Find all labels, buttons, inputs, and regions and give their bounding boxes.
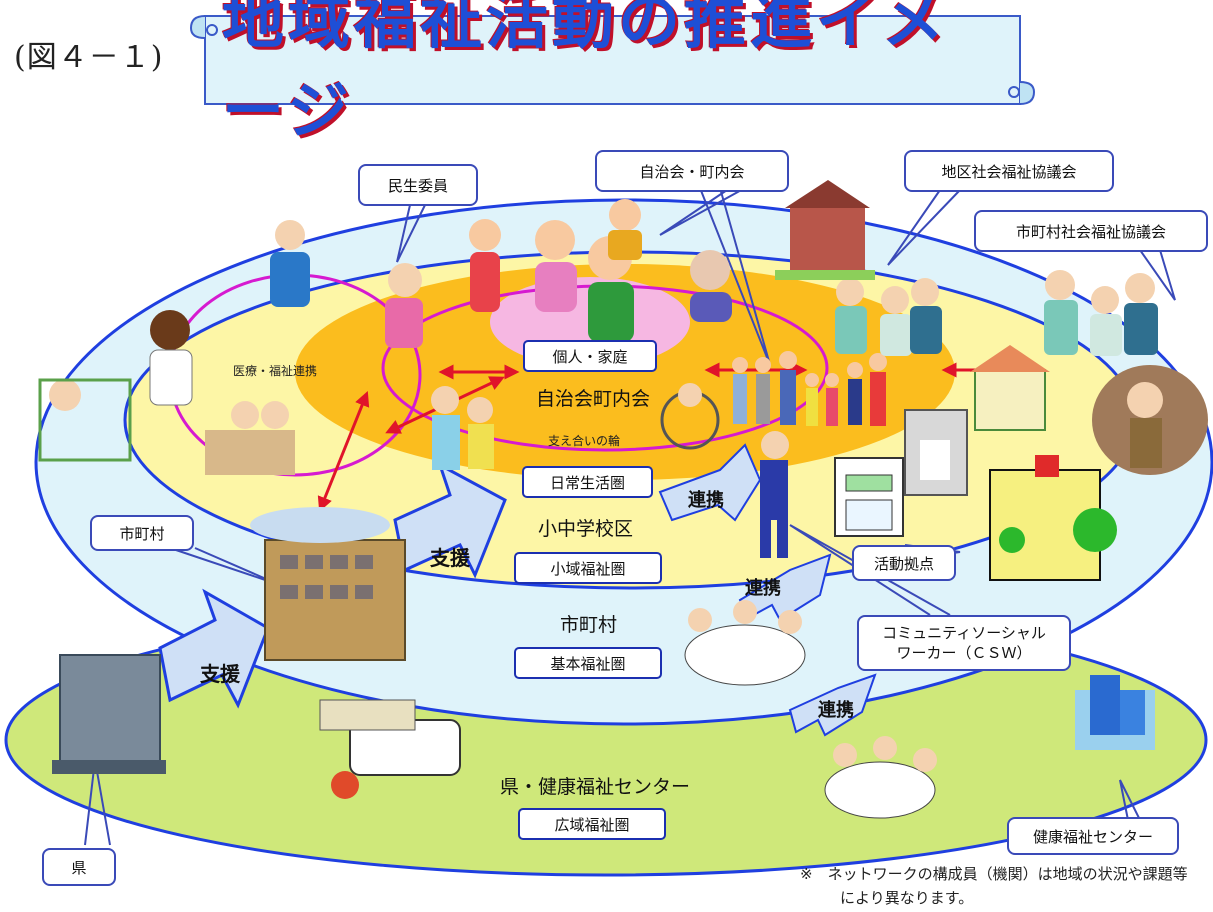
title-scroll: [189, 15, 1036, 105]
council-meeting-illustration: [835, 278, 942, 356]
school-building-illustration: [775, 180, 875, 280]
callout-welfare-commissioner: 民生委員: [358, 164, 478, 206]
csw-worker-illustration: [760, 431, 789, 558]
cooperation-label-3: 連携: [818, 700, 854, 721]
police-box-illustration: [904, 409, 968, 496]
footnote: ※ ネットワークの構成員（機関）は地域の状況や課題等 により異なります。: [800, 862, 1188, 910]
box-daily-living-area: 日常生活圏: [522, 466, 653, 498]
renkei-arrow-3: [788, 673, 877, 737]
support-arrow-2: [158, 588, 270, 709]
activity-center-illustration: [834, 457, 904, 537]
family-illustration: [469, 199, 732, 342]
wheelchair-illustration: [660, 383, 720, 450]
renkei-arrow-1: [658, 443, 762, 522]
box-small-welfare-area: 小域福祉圏: [514, 552, 662, 584]
callout-activity-base: 活動拠点: [852, 545, 956, 581]
box-individual-household: 個人・家庭: [523, 340, 657, 372]
prefecture-building-illustration: [52, 654, 166, 774]
footnote-line-1: ※ ネットワークの構成員（機関）は地域の状況や課題等: [800, 865, 1188, 883]
ambulance-illustration: [319, 699, 461, 799]
woman-phone-illustration: [270, 220, 310, 307]
support-label-2: 支援: [200, 662, 240, 686]
health-center-building-illustration: [1075, 675, 1155, 750]
cooperation-label-1: 連携: [688, 490, 724, 511]
community-group-illustration: [732, 351, 887, 426]
box-wide-welfare-area: 広域福祉圏: [518, 808, 666, 840]
page-title: 地域福祉活動の推進イメージ: [222, 0, 949, 147]
neighborhood-label: 自治会町内会: [536, 388, 651, 410]
red-arrow-5: [317, 391, 370, 512]
construction-worker-illustration: [38, 378, 132, 462]
city-hall-illustration: [250, 507, 406, 661]
csw-line-1: コミュニティソーシャル: [882, 624, 1046, 642]
municipality-zone-label: 市町村: [560, 614, 618, 636]
cooperation-label-2: 連携: [745, 578, 781, 599]
callout-municipality: 市町村: [90, 515, 194, 551]
support-arrow-1: [393, 461, 507, 579]
callout-district-welfare-council: 地区社会福祉協議会: [904, 150, 1114, 192]
school-district-label: 小中学校区: [538, 518, 634, 540]
farmer-illustration: [1092, 365, 1208, 475]
prefecture-zone-label: 県・健康福祉センター: [500, 776, 691, 798]
footnote-line-2: により異なります。: [840, 889, 974, 907]
csw-line-2: ワーカー（ＣＳＷ）: [896, 644, 1032, 662]
care-scene-illustration: [205, 401, 295, 475]
doctor-illustration: [149, 310, 193, 406]
shop-illustration: [970, 345, 1050, 431]
figure-label: (図４－１): [14, 40, 164, 75]
children-cheer-illustration: [431, 386, 494, 470]
hospital-illustration: [989, 455, 1117, 581]
callout-health-welfare-center: 健康福祉センター: [1007, 817, 1179, 855]
municipal-council-illustration: [1044, 270, 1158, 356]
meeting-illustration-1: [684, 600, 806, 686]
medical-welfare-label: 医療・福祉連携: [233, 364, 318, 378]
callout-community-social-worker: コミュニティソーシャル ワーカー（ＣＳＷ）: [857, 615, 1071, 671]
welfare-commissioner-illustration: [385, 263, 423, 348]
callout-prefecture: 県: [42, 848, 116, 886]
meeting-illustration-2: [824, 736, 937, 819]
support-label-1: 支援: [430, 546, 470, 570]
callout-neighborhood-association: 自治会・町内会: [595, 150, 789, 192]
callout-municipal-welfare-council: 市町村社会福祉協議会: [974, 210, 1208, 252]
mutual-support-label: 支え合いの輪: [548, 434, 621, 448]
box-basic-welfare-area: 基本福祉圏: [514, 647, 662, 679]
